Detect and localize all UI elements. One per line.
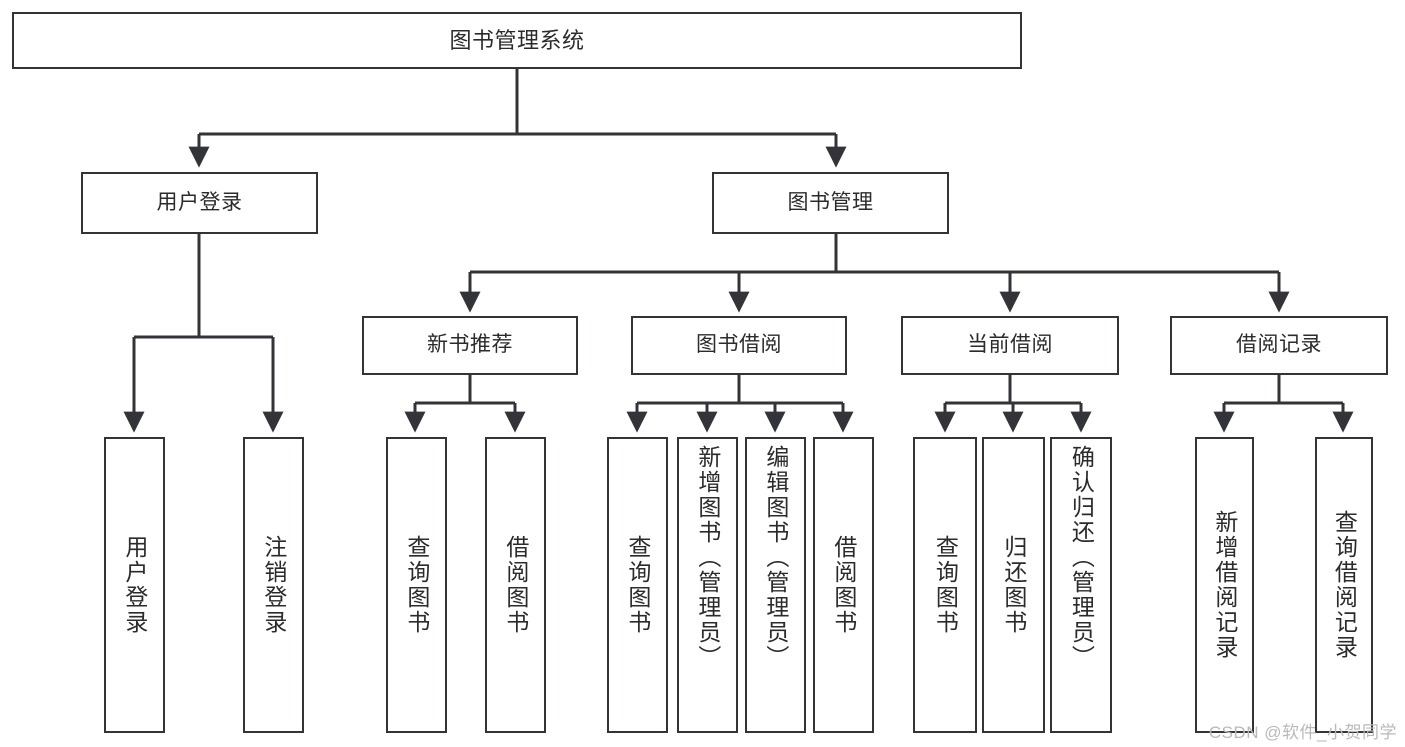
node-current-borrow[interactable]: 当前借阅 (901, 316, 1119, 375)
leaf-new-book-query[interactable]: 查询图书 (386, 437, 447, 733)
node-label: 确认归还（管理员） (1068, 445, 1095, 670)
node-borrow-record[interactable]: 借阅记录 (1170, 316, 1388, 375)
node-label: 用户登录 (121, 535, 148, 635)
node-label: 编辑图书（管理员） (762, 445, 789, 670)
csdn-watermark: CSDN @软件_小贺同学 (1208, 723, 1397, 742)
leaf-new-book-borrow[interactable]: 借阅图书 (485, 437, 546, 733)
node-label: 查询图书 (932, 535, 959, 635)
leaf-borrow-edit-book-admin[interactable]: 编辑图书（管理员） (745, 437, 806, 733)
node-label: 图书管理 (787, 190, 874, 214)
node-label: 用户登录 (156, 190, 243, 214)
leaf-user-login-login[interactable]: 用户登录 (104, 437, 165, 733)
leaf-borrow-lend-book[interactable]: 借阅图书 (813, 437, 874, 733)
node-label: 新增借阅记录 (1211, 510, 1238, 660)
node-label: 当前借阅 (967, 333, 1053, 357)
leaf-record-add-record[interactable]: 新增借阅记录 (1195, 437, 1254, 733)
node-label: 归还图书 (1000, 535, 1027, 635)
node-label: 新增图书（管理员） (694, 445, 721, 670)
node-label: 借阅记录 (1236, 333, 1322, 357)
node-label: 图书借阅 (696, 333, 782, 357)
node-label: 注销登录 (260, 535, 287, 635)
node-new-book-recommend[interactable]: 新书推荐 (362, 316, 578, 375)
node-label: 借阅图书 (830, 535, 857, 635)
node-label: 查询图书 (624, 535, 651, 635)
node-user-login[interactable]: 用户登录 (81, 172, 318, 234)
leaf-current-return-book[interactable]: 归还图书 (982, 437, 1045, 733)
node-label: 查询借阅记录 (1331, 510, 1358, 660)
leaf-borrow-query-book[interactable]: 查询图书 (607, 437, 668, 733)
node-label: 新书推荐 (427, 333, 513, 357)
node-label: 查询图书 (403, 535, 430, 635)
node-book-borrow[interactable]: 图书借阅 (631, 316, 847, 375)
node-label: 借阅图书 (502, 535, 529, 635)
leaf-borrow-add-book-admin[interactable]: 新增图书（管理员） (677, 437, 738, 733)
leaf-record-query-record[interactable]: 查询借阅记录 (1315, 437, 1373, 733)
leaf-current-query-book[interactable]: 查询图书 (913, 437, 977, 733)
leaf-user-login-logout[interactable]: 注销登录 (243, 437, 304, 733)
node-root-system[interactable]: 图书管理系统 (12, 12, 1022, 69)
node-book-management[interactable]: 图书管理 (712, 172, 949, 234)
node-label: 图书管理系统 (449, 27, 585, 53)
leaf-current-confirm-return-admin[interactable]: 确认归还（管理员） (1050, 437, 1112, 733)
